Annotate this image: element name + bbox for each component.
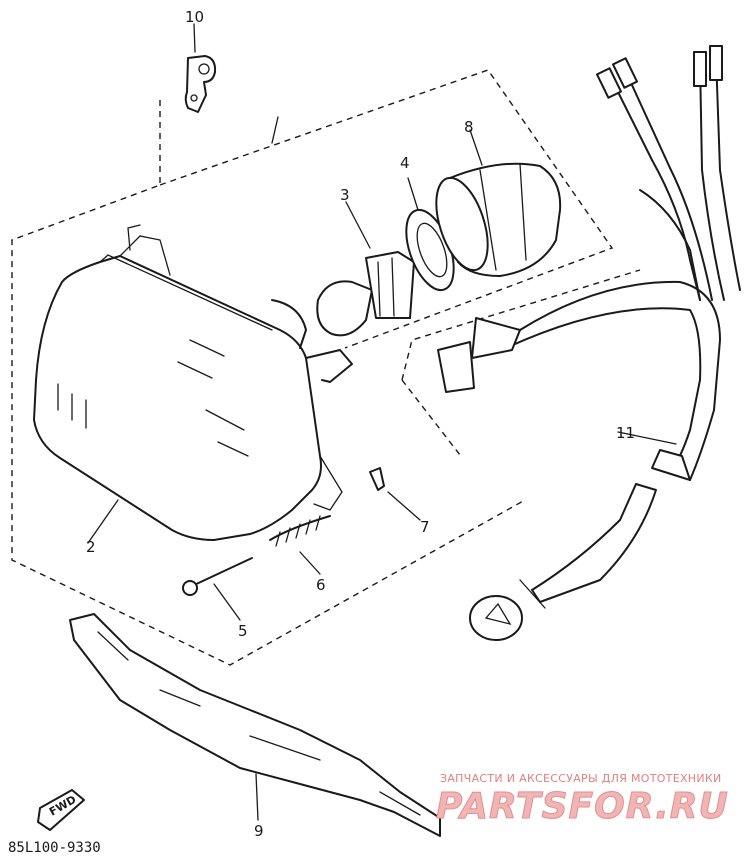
callout-11: 11	[616, 424, 635, 442]
wire-harness	[437, 45, 741, 641]
callout-numbers: 10 8 4 3 11 2 7 6 5 9	[86, 8, 635, 840]
headlight-unit	[33, 224, 353, 544]
watermark-tagline: ЗАПЧАСТИ И АКСЕССУАРЫ ДЛЯ МОТОТЕХНИКИ	[440, 772, 722, 785]
bracket-clip	[184, 23, 217, 113]
callout-6: 6	[316, 576, 326, 594]
adjuster-parts	[182, 467, 421, 621]
callout-4: 4	[400, 154, 410, 172]
callout-2: 2	[86, 538, 96, 556]
callout-8: 8	[464, 118, 474, 136]
callout-5: 5	[238, 622, 248, 640]
callout-10: 10	[185, 8, 204, 26]
callout-7: 7	[420, 518, 430, 536]
drawing-code: 85L100-9330	[8, 840, 101, 856]
callout-9: 9	[254, 822, 264, 840]
watermark: ЗАПЧАСТИ И АКСЕССУАРЫ ДЛЯ МОТОТЕХНИКИ PA…	[436, 772, 729, 828]
bulb	[316, 201, 415, 337]
callout-3: 3	[340, 186, 350, 204]
forward-direction-badge: FWD	[37, 789, 85, 831]
mounting-strip	[69, 613, 441, 837]
watermark-logo: PARTSFOR.RU	[436, 786, 729, 827]
assembly-boundary-lines	[11, 69, 641, 666]
dust-cover	[435, 129, 562, 277]
